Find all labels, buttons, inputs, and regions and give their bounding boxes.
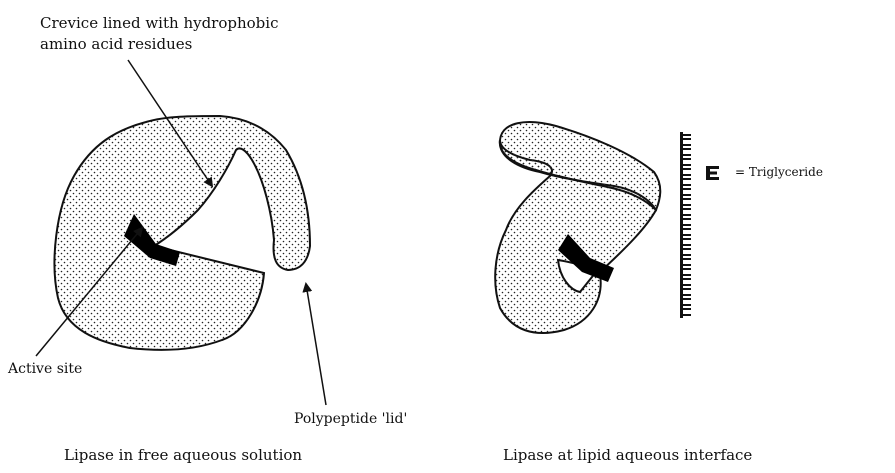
crevice-label-line2: amino acid residues (40, 37, 192, 52)
lid-pointer-arrow (306, 284, 326, 405)
lipase-open-shape (55, 116, 310, 350)
caption-right: Lipase at lipid aqueous interface (503, 448, 752, 463)
triglyceride-legend-symbol (706, 166, 719, 180)
crevice-label-line1: Crevice lined with hydrophobic (40, 16, 278, 31)
lipase-closed-shape (495, 122, 660, 333)
caption-left: Lipase in free aqueous solution (64, 448, 302, 463)
active-site-label: Active site (8, 362, 82, 376)
legend-text: = Triglyceride (735, 166, 823, 178)
triglyceride-stack (680, 132, 691, 318)
lid-label: Polypeptide 'lid' (294, 412, 407, 426)
